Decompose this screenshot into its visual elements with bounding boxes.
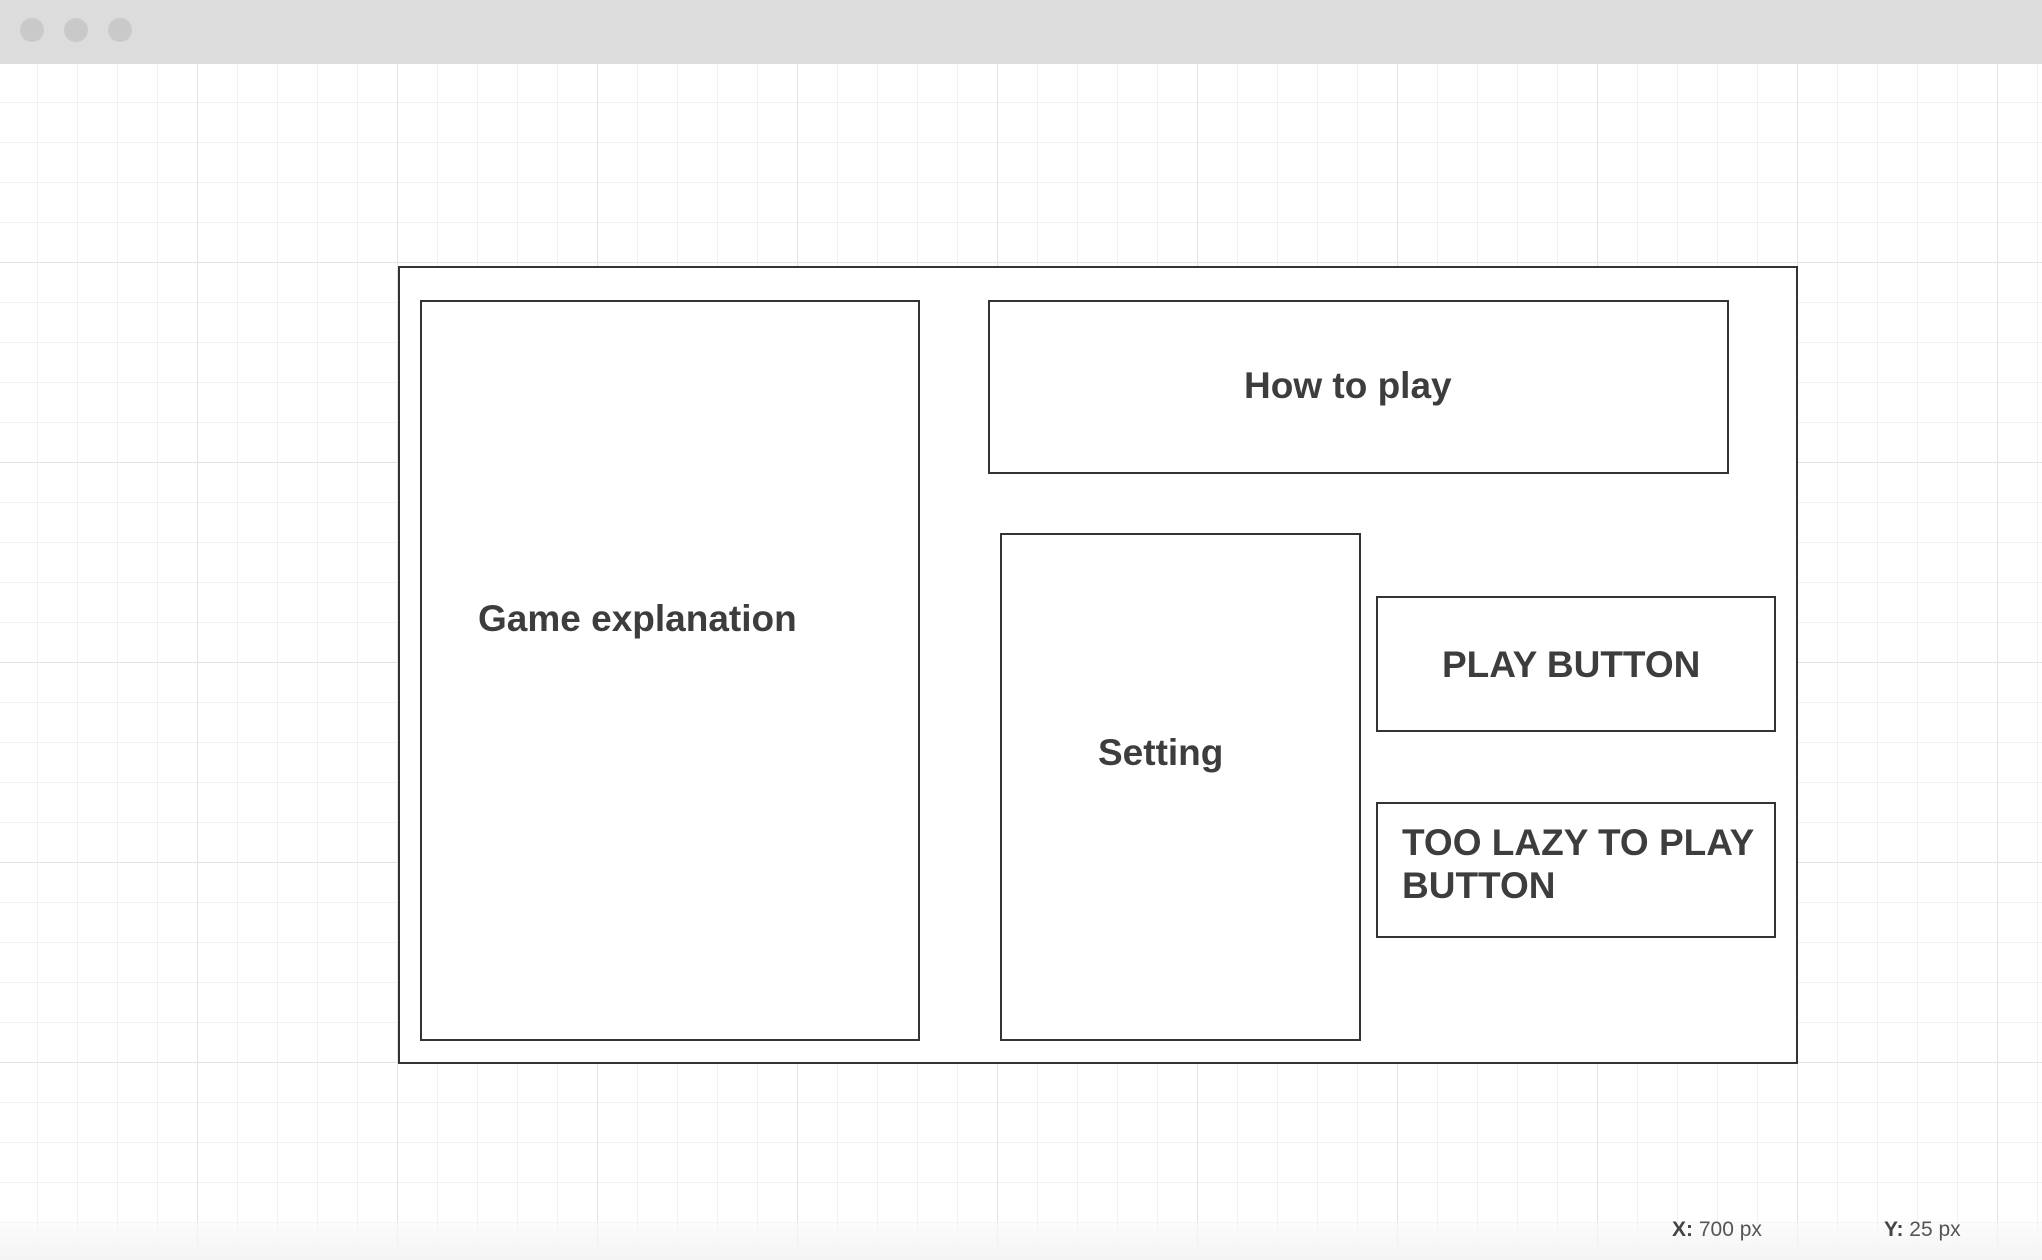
play-button-label: PLAY BUTTON — [1442, 644, 1701, 685]
setting-panel[interactable] — [1000, 533, 1361, 1041]
too-lazy-button-label-line2: BUTTON — [1402, 865, 1556, 906]
game-explanation-label: Game explanation — [478, 598, 797, 639]
status-bar — [0, 1222, 2042, 1260]
minimize-window-icon[interactable] — [64, 18, 88, 42]
x-coordinate-value: 700 px — [1698, 1218, 1762, 1241]
setting-label: Setting — [1098, 732, 1224, 773]
y-coordinate-label: Y: — [1884, 1218, 1904, 1241]
close-window-icon[interactable] — [20, 18, 44, 42]
too-lazy-button-label-line1: TOO LAZY TO PLAY — [1402, 822, 1755, 863]
x-coordinate-label: X: — [1672, 1218, 1693, 1241]
title-bar — [0, 0, 2042, 64]
how-to-play-panel[interactable] — [988, 300, 1729, 474]
x-coordinate-readout: X: 700 px — [1672, 1218, 1762, 1242]
how-to-play-label: How to play — [1244, 365, 1452, 406]
maximize-window-icon[interactable] — [108, 18, 132, 42]
too-lazy-to-play-button[interactable] — [1376, 802, 1776, 938]
y-coordinate-readout: Y: 25 px — [1884, 1218, 1961, 1242]
game-explanation-panel[interactable] — [420, 300, 920, 1041]
play-button[interactable] — [1376, 596, 1776, 732]
y-coordinate-value: 25 px — [1909, 1218, 1961, 1241]
